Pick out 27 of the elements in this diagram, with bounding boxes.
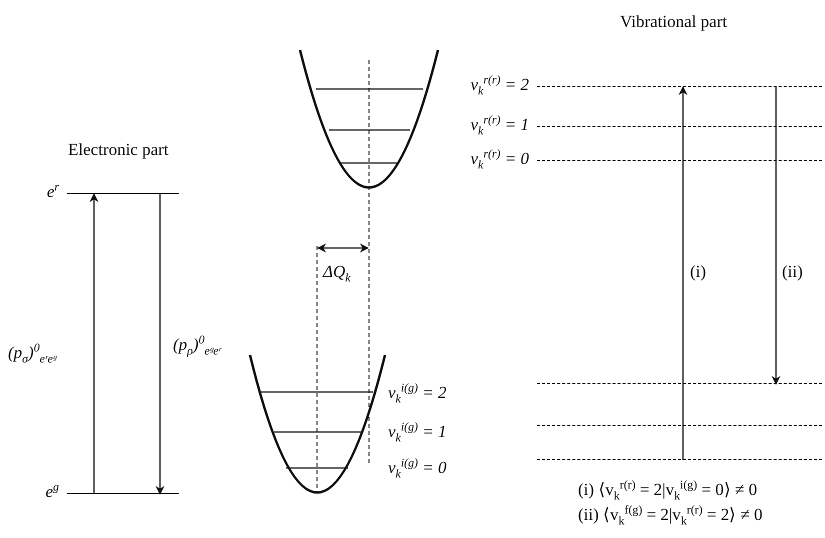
arrow xyxy=(90,193,98,494)
edge-label: (ii) xyxy=(782,262,803,282)
energy-level-line xyxy=(67,493,179,494)
energy-level-dashed-line xyxy=(537,383,822,384)
energy-level-dashed-line xyxy=(537,425,822,426)
level-label: v$_{k}$$^{i(g)}$ = 1 xyxy=(388,422,446,442)
arrow xyxy=(772,87,780,385)
level-label: e$^{g}$ xyxy=(46,482,59,502)
energy-level-dashed-line xyxy=(537,459,822,460)
displacement-label: ΔQ$_{k}$ xyxy=(323,262,351,282)
energy-level-dashed-line xyxy=(537,160,822,161)
edge-label: (i) xyxy=(690,262,706,282)
level-label: v$_{k}$$^{r(r)}$ = 0 xyxy=(470,149,529,169)
level-label: v$_{k}$$^{r(r)}$ = 2 xyxy=(470,75,529,95)
overlap-condition: (i) ⟨v$_{k}$$^{r(r)}$ = 2|v$_{k}$$^{i(g)}$ = 0⟩ ≠ 0 xyxy=(578,480,758,500)
arrow xyxy=(156,194,164,495)
overlap-condition: (ii) ⟨v$_{k}$$^{f(g)}$ = 2|v$_{k}$$^{r(r)}$ = 2⟩ ≠ 0 xyxy=(578,505,763,525)
level-label: v$_{k}$$^{i(g)}$ = 0 xyxy=(388,458,446,478)
section-heading: Electronic part xyxy=(68,140,169,160)
section-heading: Vibrational part xyxy=(620,12,728,32)
level-label: v$_{k}$$^{r(r)}$ = 1 xyxy=(470,115,529,135)
arrow xyxy=(678,86,688,460)
level-label: e$^{r}$ xyxy=(46,182,59,202)
level-label: v$_{k}$$^{i(g)}$ = 2 xyxy=(388,383,446,403)
energy-level-line xyxy=(67,193,179,194)
energy-level-dashed-line xyxy=(537,126,822,127)
energy-level-dashed-line xyxy=(537,86,822,87)
